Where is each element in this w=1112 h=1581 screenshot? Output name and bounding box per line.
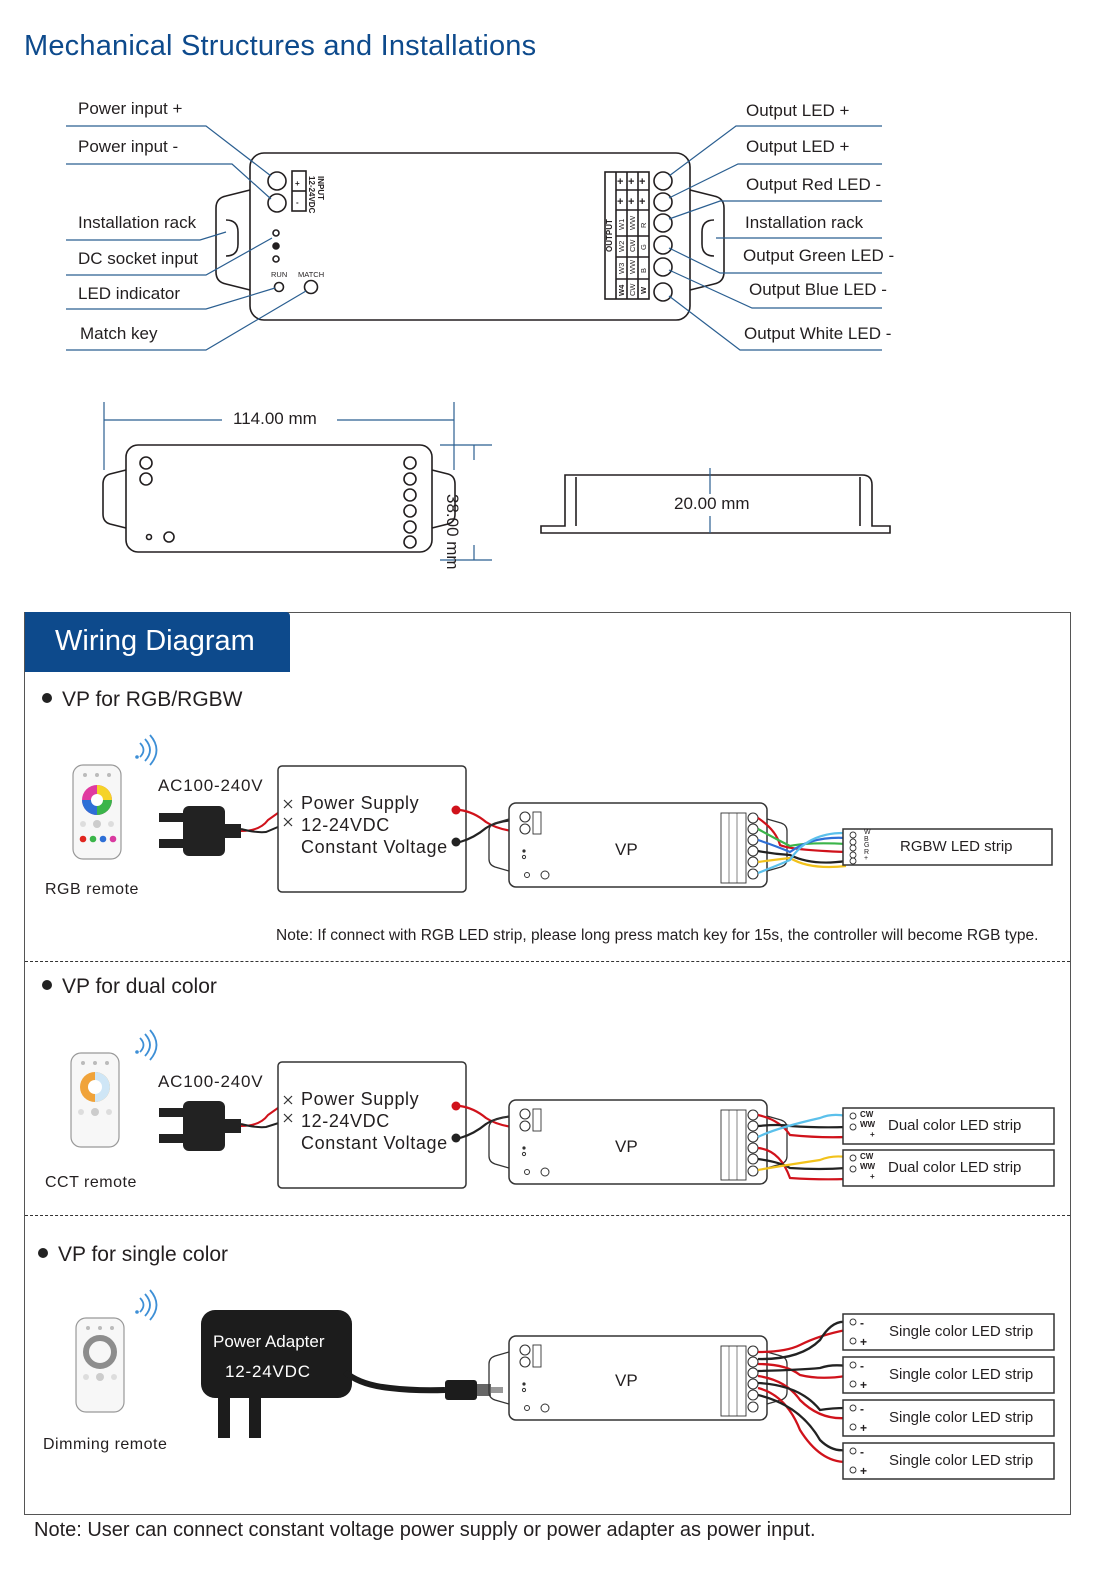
svg-text:WW: WW: [628, 259, 637, 274]
svg-text:W2: W2: [617, 241, 626, 252]
single-strip-label-1: Single color LED strip: [889, 1323, 1034, 1340]
dual-ps-line-3: Constant Voltage: [301, 1133, 448, 1153]
rgb-note: Note: If connect with RGB LED strip, ple…: [276, 927, 1039, 944]
label-output-green: Output Green LED -: [743, 246, 895, 265]
side-view-body: [540, 474, 891, 534]
single-strip-label-3: Single color LED strip: [889, 1409, 1034, 1426]
adapter-line-2: 12-24VDC: [225, 1362, 311, 1381]
dual-ac-label: AC100-240V: [158, 1072, 264, 1091]
dimension-length: 114.00 mm: [233, 409, 317, 428]
match-text: MATCH: [298, 270, 324, 279]
svg-text:CW: CW: [628, 283, 637, 296]
svg-text:+: +: [628, 196, 634, 208]
single-pin-labels-2: -+: [860, 1359, 868, 1392]
section-single-title: VP for single color: [38, 1243, 228, 1267]
cct-remote-label: CCT remote: [45, 1174, 137, 1191]
top-view-body: [125, 444, 433, 553]
label-output-red: Output Red LED -: [746, 175, 882, 194]
rgbw-strip-label: RGBW LED strip: [900, 838, 1013, 855]
svg-text:B: B: [639, 268, 648, 273]
power-input-minus-terminal: [267, 193, 287, 213]
svg-text:+: +: [628, 176, 634, 188]
label-output-led-plus-1: Output LED +: [746, 101, 850, 120]
svg-text:G: G: [639, 244, 648, 250]
dimension-height: 20.00 mm: [674, 494, 750, 513]
wiring-section-title: Wiring Diagram: [25, 612, 290, 672]
run-text: RUN: [271, 270, 287, 279]
svg-text:W: W: [639, 286, 648, 294]
left-installation-rack: [215, 189, 251, 291]
label-power-input-minus: Power input -: [78, 137, 179, 156]
match-key: [303, 279, 319, 295]
divider-2: [25, 1215, 1070, 1216]
label-output-led-plus-2: Output LED +: [746, 137, 850, 156]
run-led-indicator: [273, 281, 285, 293]
svg-text:W1: W1: [617, 219, 626, 230]
rgb-ps-line-3: Constant Voltage: [301, 837, 448, 857]
voltage-text: 12-24VDC: [307, 176, 316, 214]
rgb-ps-line-1: Power Supply: [301, 793, 420, 813]
dual-ps-line-2: 12-24VDC: [301, 1111, 390, 1131]
divider-1: [25, 961, 1070, 962]
dual-ps-line-1: Power Supply: [301, 1089, 420, 1109]
single-strip-label-4: Single color LED strip: [889, 1452, 1034, 1469]
svg-text:WW: WW: [628, 215, 637, 230]
input-plus-mark: +: [295, 179, 300, 188]
rgb-remote-label: RGB remote: [45, 881, 139, 898]
single-vp-label: VP: [615, 1371, 638, 1390]
svg-text:+: +: [617, 176, 623, 188]
svg-text:+: +: [639, 196, 645, 208]
label-installation-rack-left: Installation rack: [78, 213, 197, 232]
page-title: Mechanical Structures and Installations: [24, 30, 537, 62]
label-output-blue: Output Blue LED -: [749, 280, 887, 299]
svg-text:+: +: [617, 196, 623, 208]
rgb-ac-label: AC100-240V: [158, 776, 264, 795]
label-match-key: Match key: [80, 324, 158, 343]
input-minus-mark: -: [296, 198, 299, 207]
mechanical-drawing: + - INPUT 12-24VDC RUN MATCH OUTPUT W4 W…: [66, 125, 891, 561]
dual-strip-label-2: Dual color LED strip: [888, 1159, 1022, 1176]
label-power-input-plus: Power input +: [78, 99, 183, 118]
dimming-remote-label: Dimming remote: [43, 1436, 168, 1453]
rgb-ps-line-2: 12-24VDC: [301, 815, 390, 835]
rgb-vp-label: VP: [615, 840, 638, 859]
svg-text:R: R: [639, 222, 648, 228]
svg-text:+: +: [639, 176, 645, 188]
output-text: OUTPUT: [605, 219, 614, 252]
single-pin-labels-3: -+: [860, 1402, 868, 1435]
single-pin-labels-1: -+: [860, 1316, 868, 1349]
single-strip-label-2: Single color LED strip: [889, 1366, 1034, 1383]
section-rgb-title: VP for RGB/RGBW: [42, 688, 242, 712]
svg-text:W4: W4: [617, 284, 626, 296]
input-text: INPUT: [316, 176, 325, 200]
svg-text:W3: W3: [617, 263, 626, 274]
right-installation-rack: [689, 189, 725, 291]
controller-body: [249, 152, 691, 321]
section-dual-title: VP for dual color: [42, 975, 217, 999]
dual-strip-label-1: Dual color LED strip: [888, 1117, 1022, 1134]
dual-vp-label: VP: [615, 1137, 638, 1156]
label-installation-rack-right: Installation rack: [745, 213, 864, 232]
label-led-indicator: LED indicator: [78, 284, 181, 303]
label-output-white: Output White LED -: [744, 324, 892, 343]
single-pin-labels-4: -+: [860, 1445, 868, 1478]
wiring-frame: [24, 612, 1071, 1515]
svg-text:CW: CW: [628, 239, 637, 252]
dimension-width: 38.00 mm: [443, 494, 462, 570]
label-dc-socket-input: DC socket input: [78, 249, 198, 268]
adapter-line-1: Power Adapter: [213, 1332, 325, 1351]
bottom-note: Note: User can connect constant voltage …: [34, 1519, 816, 1541]
power-input-plus-terminal: [267, 171, 287, 191]
